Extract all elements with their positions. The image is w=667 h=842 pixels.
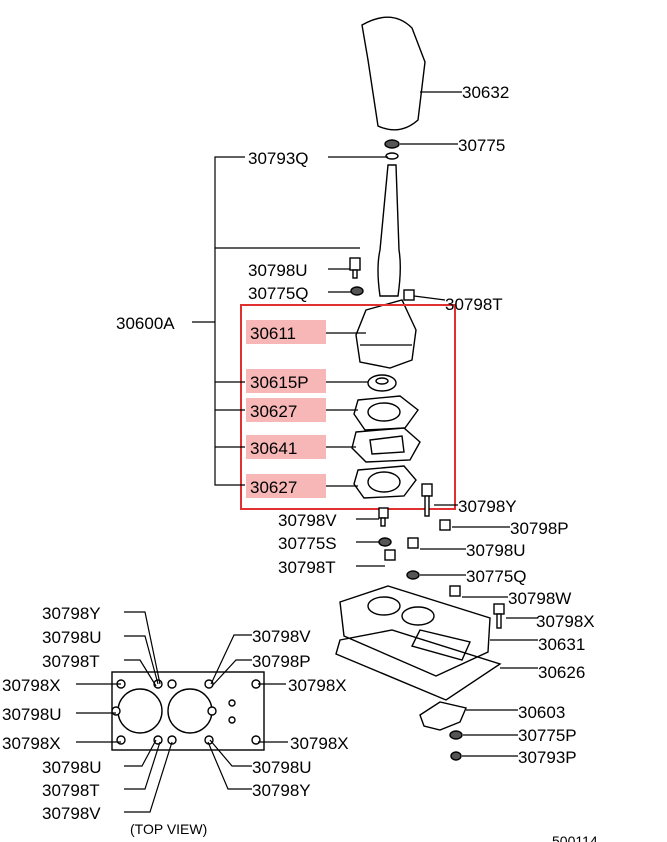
bolt-y-right <box>421 483 433 497</box>
label-bracket: 30603 <box>518 703 565 722</box>
highlight-frame <box>240 304 456 510</box>
knob-washer <box>385 152 399 160</box>
label-bolt-v-left: 30798V <box>278 511 337 530</box>
diagram-code: 500114 <box>552 833 598 842</box>
label-plate: 30641 <box>250 439 297 458</box>
label-lever: 30793Q <box>248 149 309 168</box>
label-base-gasket: 30626 <box>538 663 585 682</box>
tv-right-5: 30798U <box>252 758 312 777</box>
label-gasket2: 30627 <box>250 478 297 497</box>
tv-left-6: 30798X <box>2 734 61 753</box>
label-bolt-y-right: 30798Y <box>458 497 517 516</box>
bracket <box>419 701 467 731</box>
tv-left-4: 30798X <box>2 676 61 695</box>
label-assy: 30600A <box>116 314 175 333</box>
shift-knob <box>361 16 426 131</box>
tv-right-1: 30798V <box>252 627 311 646</box>
bolt-p-bottom <box>450 751 462 761</box>
tv-left-2: 30798U <box>42 628 102 647</box>
label-bolt-w-right: 30798W <box>508 589 571 608</box>
tv-left-7: 30798U <box>42 758 102 777</box>
tv-left-8: 30798T <box>42 781 100 800</box>
bolt-w-right <box>449 585 461 597</box>
tv-left-5: 30798U <box>2 705 62 724</box>
tv-right-4: 30798X <box>290 734 349 753</box>
tv-right-3: 30798X <box>288 676 347 695</box>
nut-p <box>449 730 463 740</box>
bolt-v-left <box>378 507 389 519</box>
label-housing: 30611 <box>250 324 296 343</box>
bolt-t-left <box>384 549 396 561</box>
tv-left-1: 30798Y <box>42 604 101 623</box>
label-bolt-p-bottom: 30793P <box>518 748 577 767</box>
label-nut-s-left: 30775S <box>278 534 337 553</box>
label-bolt-t-left: 30798T <box>278 558 336 577</box>
label-bushing: 30615P <box>250 373 309 392</box>
bolt-p-right <box>439 519 451 531</box>
label-gasket1: 30627 <box>250 402 297 421</box>
label-nut-p: 30775P <box>518 726 577 745</box>
knob-nut <box>384 139 400 149</box>
label-bolt-p-right: 30798P <box>510 519 569 538</box>
label-knob: 30632 <box>462 83 509 102</box>
top-view-hole-left <box>117 688 163 734</box>
label-nut-q-right: 30775Q <box>466 567 527 586</box>
label-nut-q-top: 30775Q <box>248 284 309 303</box>
lever-housing <box>355 299 417 369</box>
bolt-x-right <box>493 603 505 615</box>
tv-right-2: 30798P <box>252 652 311 671</box>
tv-left-9: 30798V <box>42 804 101 823</box>
label-bolt-t-top: 30798T <box>445 295 503 314</box>
base-gasket <box>335 629 502 701</box>
tv-right-6: 30798Y <box>252 781 311 800</box>
label-base: 30631 <box>538 635 585 654</box>
bolt-u-right <box>407 537 419 549</box>
bolt-u-top-shank <box>352 269 358 279</box>
bolt-t-top <box>403 289 415 301</box>
bolt-u-top <box>349 257 361 271</box>
nut-s-left <box>378 537 392 547</box>
label-bolt-u-right: 30798U <box>466 541 526 560</box>
label-nut-top: 30775 <box>458 136 505 155</box>
nut-q-right <box>406 570 420 580</box>
top-view-caption: (TOP VIEW) <box>130 821 207 837</box>
shift-lever-rod <box>377 164 401 297</box>
label-bolt-u-top: 30798U <box>248 261 308 280</box>
label-bolt-x-right: 30798X <box>536 612 595 631</box>
tv-left-3: 30798T <box>42 652 100 671</box>
nut-q-top <box>350 286 364 296</box>
top-view-hole-right <box>167 688 213 734</box>
